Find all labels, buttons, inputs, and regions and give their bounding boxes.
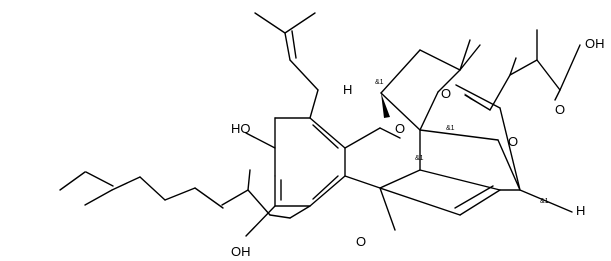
ketone-oxygen-bottom-label: O <box>356 234 366 249</box>
bond-1 <box>284 12 316 34</box>
ketone-oxygen-right-label: O <box>508 134 518 149</box>
hydrogen-top-label: H <box>343 82 352 97</box>
bond-4 <box>289 59 319 91</box>
bond-31 <box>344 127 381 149</box>
xanthene-oxygen-label: O <box>395 121 405 136</box>
bond-skeleton <box>59 12 581 237</box>
bond-21 <box>247 189 271 216</box>
bond-9 <box>309 175 346 207</box>
bond-51 <box>519 189 573 213</box>
bond-59 <box>536 59 561 91</box>
bond-48 <box>497 139 521 191</box>
bond-56 <box>509 59 538 76</box>
wedge-bond-right <box>464 93 487 108</box>
bond-0 <box>254 12 286 34</box>
bond-20 <box>269 214 291 219</box>
bond-18 <box>245 205 276 237</box>
bond-7 <box>309 117 346 149</box>
bond-50 <box>419 169 501 191</box>
bond-24 <box>194 187 224 209</box>
bond-27 <box>111 176 141 191</box>
bond-55 <box>489 74 511 111</box>
bond-26 <box>139 176 166 201</box>
bond-32 <box>344 175 381 189</box>
stereo-label-3: &1 <box>415 155 424 162</box>
bond-22 <box>221 189 249 206</box>
bond-23 <box>247 169 251 191</box>
bond-39 <box>379 127 401 139</box>
bond-40 <box>419 91 439 131</box>
phenol-oh-lower-label: OH <box>231 244 251 259</box>
stereo-label-4: &1 <box>540 198 549 205</box>
bond-15 <box>312 175 339 200</box>
bond-61 <box>559 44 581 91</box>
bond-29 <box>84 189 113 206</box>
bond-57 <box>509 57 517 76</box>
bond-43 <box>459 44 481 71</box>
bond-5 <box>309 89 319 119</box>
bond-41 <box>437 69 461 93</box>
bond-25 <box>164 187 196 201</box>
bond-37 <box>459 189 501 216</box>
ether-oxygen-label: O <box>441 86 451 101</box>
stereo-label-2: &1 <box>446 125 455 132</box>
wedge-bond-top-left <box>381 93 390 118</box>
acid-carbonyl-oxygen-label: O <box>555 102 565 117</box>
bond-44 <box>419 49 461 71</box>
stereo-label-1: &1 <box>375 79 384 86</box>
bond-19 <box>289 205 311 219</box>
bond-60 <box>554 89 561 101</box>
acid-hydroxyl-label: OH <box>585 36 605 51</box>
bond-33 <box>379 169 421 189</box>
bond-3 <box>291 30 297 59</box>
bond-35 <box>379 187 396 231</box>
bond-2 <box>284 32 291 61</box>
bond-38 <box>454 185 494 209</box>
bond-45 <box>380 49 421 94</box>
bond-46 <box>380 92 421 131</box>
bond-28 <box>85 171 114 187</box>
bond-47 <box>419 129 499 141</box>
phenol-oh-upper-label: HO <box>231 121 251 136</box>
bond-14 <box>312 124 339 149</box>
hydrogen-right-label: H <box>576 203 585 218</box>
bond-42 <box>459 39 471 71</box>
bond-17 <box>245 132 276 149</box>
bond-30 <box>59 171 86 191</box>
bond-36 <box>379 187 461 216</box>
bond-53 <box>499 107 521 191</box>
